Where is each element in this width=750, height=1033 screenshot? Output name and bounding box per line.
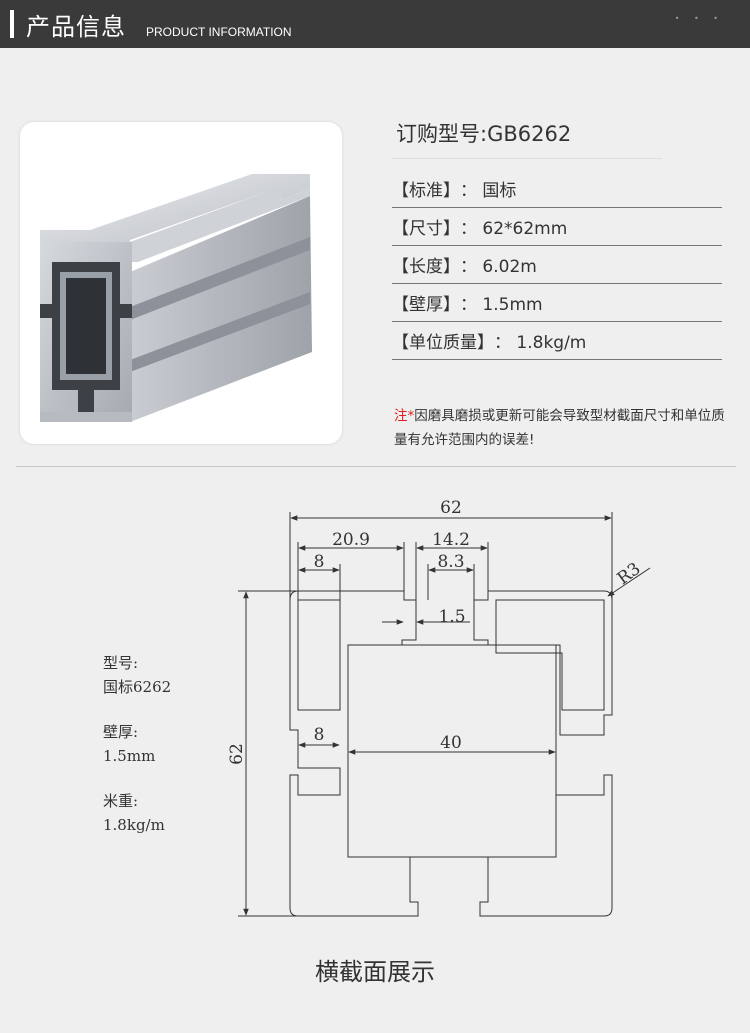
decorative-dots: • • • [674,14,724,23]
spec-key: 【标准】 [392,181,460,201]
side-label-model: 型号: 国标6262 [103,651,171,699]
section-title: 产品信息 [26,13,126,41]
spec-value: ： 62*62mm [460,219,568,239]
side-label-key: 米重: [103,792,139,810]
dim-8-mid: 8 [314,725,325,745]
note-prefix: 注 [394,408,408,424]
drawing-caption: 横截面展示 [315,958,435,986]
section-divider [16,466,736,467]
note-star: * [407,408,415,424]
spec-key: 【尺寸】 [392,219,460,239]
aluminum-profile-image [40,174,312,422]
order-divider [392,158,662,159]
dim-radius: R3 [614,559,645,589]
dim-8-top: 8 [314,552,325,572]
dim-1-5: 1.5 [438,607,465,627]
spec-value: ： 国标 [460,181,517,201]
spec-value: ： 6.02m [460,257,537,277]
dim-overall-width: 62 [440,498,462,518]
dim-40: 40 [440,733,462,753]
spec-value: ： 1.8kg/m [494,333,587,353]
tolerance-note: 注*因磨具磨损或更新可能会导致型材截面尺寸和单位质量有允许范围内的误差! [394,404,734,452]
spec-key: 【长度】 [392,257,460,277]
section-header: 产品信息 PRODUCT INFORMATION • • • [0,0,750,48]
spec-row-size: 【尺寸】： 62*62mm [392,208,722,246]
spec-row-standard: 【标准】： 国标 [392,170,722,208]
side-label-key: 型号: [103,654,139,672]
spec-row-wall: 【壁厚】： 1.5mm [392,284,722,322]
dim-overall-height: 62 [227,743,247,765]
side-label-value: 1.5mm [103,747,156,765]
note-text: 因磨具磨损或更新可能会导致型材截面尺寸和单位质量有允许范围内的误差! [394,408,725,448]
side-label-key: 壁厚: [103,723,139,741]
dim-20-9: 20.9 [332,530,370,550]
spec-key: 【壁厚】 [392,295,460,315]
side-label-value: 1.8kg/m [103,816,165,834]
side-label-weight: 米重: 1.8kg/m [103,789,165,837]
spec-key: 【单位质量】 [392,333,494,353]
dim-8-3: 8.3 [437,552,464,572]
side-label-wall: 壁厚: 1.5mm [103,720,155,768]
section-subtitle: PRODUCT INFORMATION [146,25,292,39]
product-photo [20,122,342,444]
spec-row-weight: 【单位质量】： 1.8kg/m [392,322,722,360]
spec-value: ： 1.5mm [460,295,543,315]
dim-14-2: 14.2 [432,530,470,550]
header-accent-bar [10,10,14,38]
side-label-value: 国标6262 [103,678,172,696]
order-model: 订购型号:GB6262 [396,122,572,146]
spec-row-length: 【长度】： 6.02m [392,246,722,284]
